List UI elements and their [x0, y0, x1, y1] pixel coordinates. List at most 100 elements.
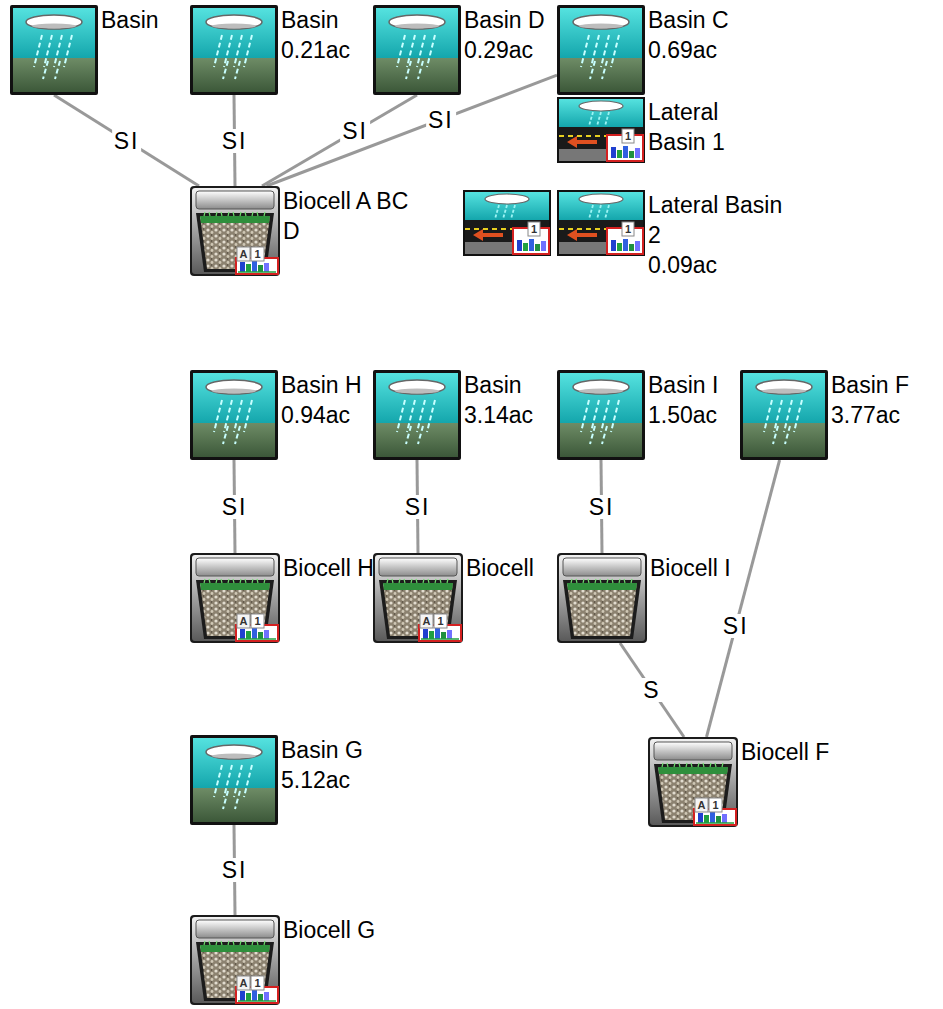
routing-label: SI [721, 614, 751, 638]
basin-icon [190, 5, 278, 95]
lateral-icon [463, 190, 551, 256]
area-value: 0.69ac [648, 35, 729, 65]
node-label: Basin D0.29ac [464, 5, 545, 65]
area-value: 0.21ac [281, 35, 350, 65]
basin-icon [557, 5, 645, 95]
basin-symbol [557, 370, 645, 460]
biocell-node: Biocell H [190, 553, 280, 643]
catchment-node: Basin F3.77ac [740, 370, 828, 460]
node-name: Lateral Basin 1 [648, 97, 758, 157]
biocell-symbol [190, 915, 280, 1005]
catchment-node: Basin G5.12ac [190, 735, 278, 825]
node-label: Basin I1.50ac [648, 370, 718, 430]
node-name: Basin I [648, 370, 718, 400]
biocell-node: Biocell A BC D [190, 186, 280, 276]
lateral-symbol [557, 190, 645, 256]
model-badge [694, 798, 736, 825]
basin-symbol [373, 5, 461, 95]
biocell-node: Biocell F [648, 737, 738, 827]
node-name: Lateral Basin 2 [648, 190, 793, 250]
biocell-icon [648, 737, 738, 827]
node-label: Basin G5.12ac [281, 735, 363, 795]
basin-icon [373, 5, 461, 95]
node-name: Basin C [648, 5, 729, 35]
biocell-symbol [373, 553, 463, 643]
lateral-icon [557, 190, 645, 256]
lateral-node: Lateral Basin 1 [557, 97, 645, 163]
node-name: Biocell A BC D [283, 186, 428, 246]
model-badge [419, 614, 461, 641]
node-label: Basin C0.69ac [648, 5, 729, 65]
routing-label: SI [112, 129, 142, 153]
biocell-symbol [190, 553, 280, 643]
node-label: Basin H0.94ac [281, 370, 362, 430]
node-name: Basin F [831, 370, 909, 400]
area-value: 5.12ac [281, 765, 363, 795]
node-label: Biocell G [283, 915, 375, 945]
routing-label: SI [587, 495, 617, 519]
routing-label: SI [426, 108, 456, 132]
node-name: Biocell H [283, 553, 374, 583]
basin-symbol [190, 5, 278, 95]
node-label: Lateral Basin 1 [648, 97, 758, 157]
basin-symbol [10, 5, 98, 95]
biocell-icon [190, 553, 280, 643]
node-label: Biocell I [650, 553, 731, 583]
node-name: Biocell [466, 553, 534, 583]
flow-connector [620, 643, 684, 737]
node-label: Basin3.14ac [464, 370, 533, 430]
node-name: Biocell F [741, 737, 829, 767]
biocell-node: Biocell [373, 553, 463, 643]
node-label: Basin F3.77ac [831, 370, 909, 430]
routing-label: SI [220, 495, 250, 519]
basin-icon [190, 370, 278, 460]
flow-connector [707, 460, 780, 737]
biocell-symbol [648, 737, 738, 827]
catchment-node: Basin I1.50ac [557, 370, 645, 460]
node-label: Basin [101, 5, 159, 35]
catchment-node: Basin [10, 5, 98, 95]
basin-icon [190, 735, 278, 825]
catchment-node: Basin0.21ac [190, 5, 278, 95]
basin-symbol [190, 735, 278, 825]
node-label: Biocell H [283, 553, 374, 583]
flow-connector [54, 95, 199, 186]
area-value: 0.29ac [464, 35, 545, 65]
basin-icon [10, 5, 98, 95]
callout-number: 1 [528, 222, 540, 236]
biocell-symbol [557, 553, 647, 643]
catchment-node: Basin H0.94ac [190, 370, 278, 460]
node-name: Basin G [281, 735, 363, 765]
node-name: Basin [464, 370, 533, 400]
routing-label: S [641, 678, 662, 702]
node-name: Basin H [281, 370, 362, 400]
biocell-icon [373, 553, 463, 643]
node-label: Lateral Basin 20.09ac [648, 190, 793, 280]
basin-symbol [373, 370, 461, 460]
basin-symbol [557, 5, 645, 95]
biocell-icon [557, 553, 647, 643]
node-name: Biocell G [283, 915, 375, 945]
model-badge [236, 614, 278, 641]
node-label: Biocell A BC D [283, 186, 428, 246]
node-label: Biocell F [741, 737, 829, 767]
flow-connector [601, 460, 602, 553]
catchment-node: Basin C0.69ac [557, 5, 645, 95]
flow-connector [417, 460, 418, 553]
area-value: 0.94ac [281, 400, 362, 430]
biocell-icon [190, 186, 280, 276]
flow-connector [262, 95, 417, 186]
flow-connector [234, 95, 235, 186]
node-label: Basin0.21ac [281, 5, 350, 65]
lateral-node: Lateral Basin 20.09ac [557, 190, 645, 256]
biocell-node: Biocell G [190, 915, 280, 1005]
node-name: Basin [281, 5, 350, 35]
lateral-icon [557, 97, 645, 163]
routing-label: SI [220, 129, 250, 153]
flow-connector [234, 460, 235, 553]
node-label: Biocell [466, 553, 534, 583]
area-value: 0.09ac [648, 250, 793, 280]
